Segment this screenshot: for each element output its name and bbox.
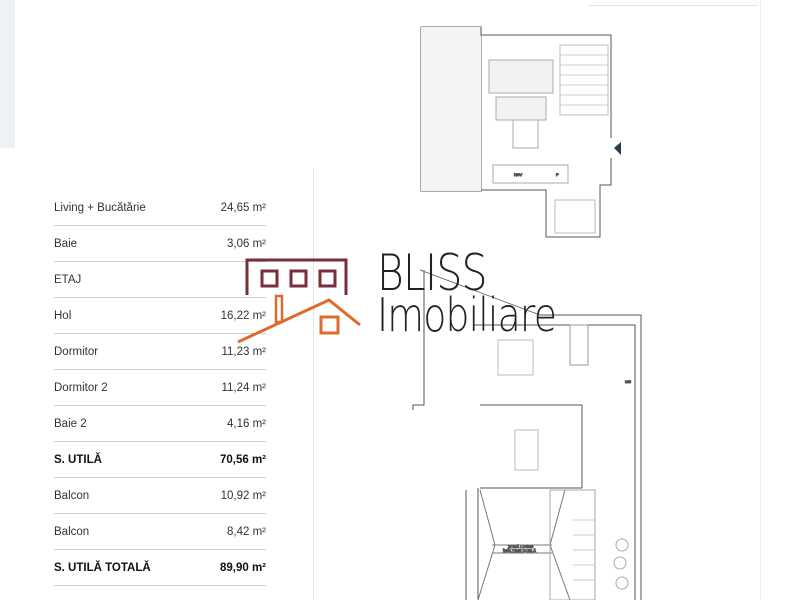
area-name: Balcon	[54, 489, 90, 502]
entrance-marker-icon	[614, 142, 621, 155]
area-value: 8,42 m²	[227, 525, 266, 538]
area-value: 24,65 m²	[220, 201, 266, 214]
area-value: 10,92 m²	[220, 489, 266, 502]
label-ms: MS	[625, 379, 631, 384]
divider-right	[760, 0, 761, 600]
floor-plan-ground: NSV F	[420, 26, 621, 238]
area-row: Living + Bucătărie 24,65 m²	[54, 190, 266, 226]
area-row: ETAJ	[54, 262, 266, 298]
area-name: Hol	[54, 309, 72, 322]
area-name: S. UTILĂ	[54, 453, 102, 466]
area-name: Baie	[54, 237, 78, 250]
label-fridge: NSV	[514, 172, 523, 177]
logo-wordmark: BLISS Imobiliare	[377, 248, 595, 338]
area-row: S. UTILĂ TOTALĂ 89,90 m²	[54, 550, 266, 586]
area-name: ETAJ	[54, 273, 82, 286]
area-value: 3,06 m²	[227, 237, 266, 250]
area-value: 70,56 m²	[219, 453, 266, 466]
divider-top	[588, 5, 758, 6]
area-row: S. UTILĂ 70,56 m²	[54, 442, 266, 478]
area-row: Hol 16,22 m²	[54, 298, 266, 334]
area-name: S. UTILĂ TOTALĂ	[54, 561, 151, 574]
logo-line2: Imobiliare	[377, 288, 557, 342]
floor-plan: NSV F MS ZONĂ LIVING ÎNĂLȚIME DUBLĂ	[412, 26, 642, 600]
divider-vertical	[313, 168, 314, 600]
area-row: Balcon 10,92 m²	[54, 478, 266, 514]
area-row: Baie 2 4,16 m²	[54, 406, 266, 442]
logo-house-icon	[237, 258, 361, 344]
label-zone-line2: ÎNĂLȚIME DUBLĂ	[502, 548, 536, 553]
area-name: Dormitor	[54, 345, 99, 358]
area-row: Dormitor 2 11,24 m²	[54, 370, 266, 406]
area-value: 16,22 m²	[220, 309, 266, 322]
label-f: F	[556, 172, 559, 177]
area-value: 4,16 m²	[227, 417, 266, 430]
area-row: Baie 3,06 m²	[54, 226, 266, 262]
floor-plan-upper: MS ZONĂ LIVING ÎNĂLȚIME DUBLĂ	[412, 269, 642, 600]
area-value: 89,90 m²	[219, 561, 266, 574]
area-name: Living + Bucătărie	[54, 201, 146, 214]
logo-line1: BLISS	[377, 244, 488, 302]
area-name: Dormitor 2	[54, 381, 108, 394]
area-value: 11,24 m²	[221, 381, 266, 394]
area-name: Baie 2	[54, 417, 87, 430]
label-zone-line1: ZONĂ LIVING	[508, 544, 533, 549]
side-panel	[0, 0, 15, 148]
area-table: Living + Bucătărie 24,65 m² Baie 3,06 m² ETA…	[54, 190, 266, 586]
area-name: Balcon	[54, 525, 90, 538]
area-row: Dormitor 11,23 m²	[54, 334, 266, 370]
area-value: 11,23 m²	[221, 345, 266, 358]
area-row: Balcon 8,42 m²	[54, 514, 266, 550]
